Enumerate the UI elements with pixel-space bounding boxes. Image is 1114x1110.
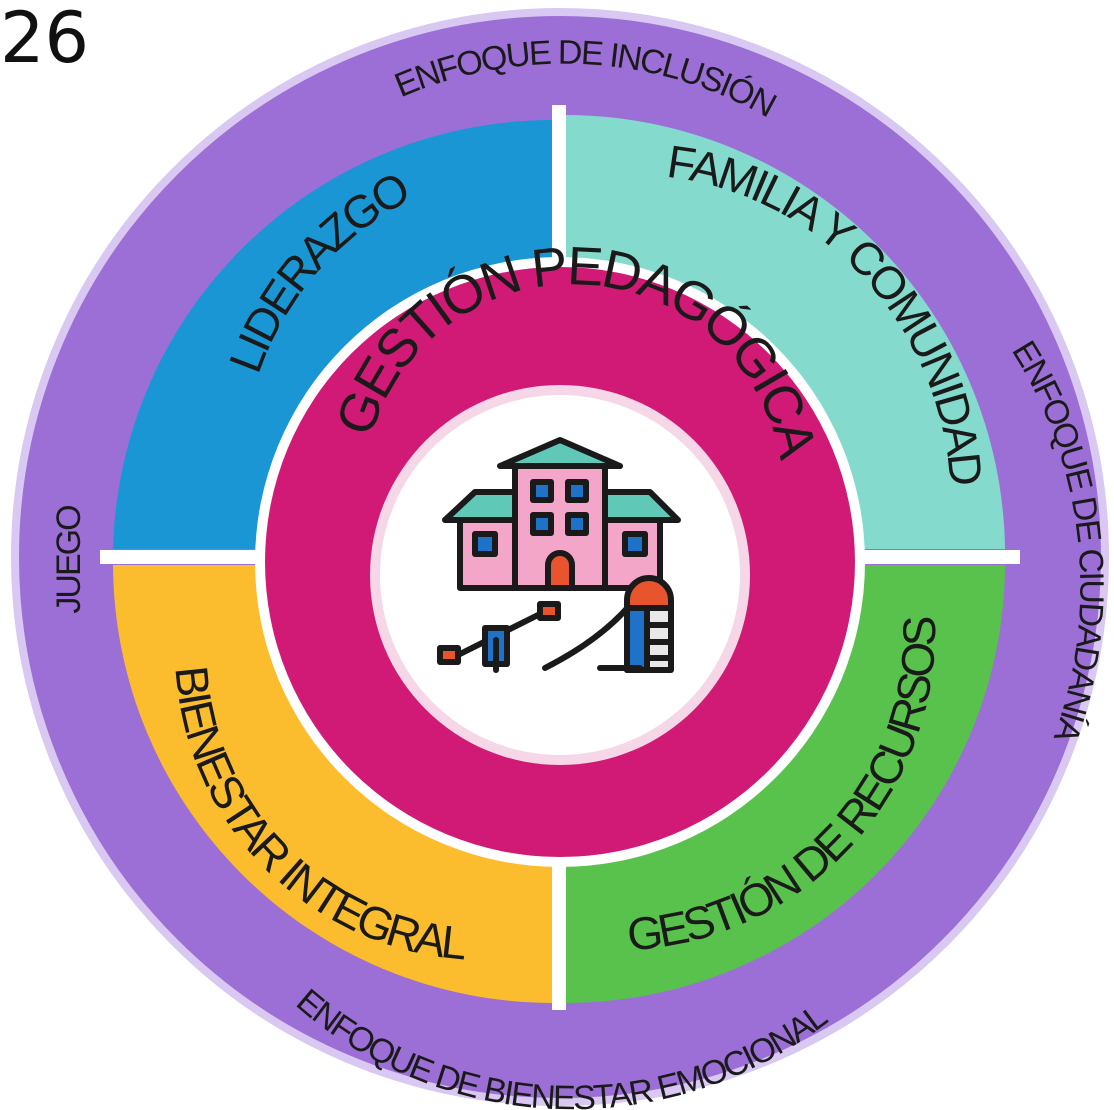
page-number: 26 [0, 0, 90, 79]
outer-ring-glow [11, 8, 1109, 1106]
school-playground-icon [437, 437, 681, 673]
outer-label-juego: JUEGO [50, 506, 88, 614]
